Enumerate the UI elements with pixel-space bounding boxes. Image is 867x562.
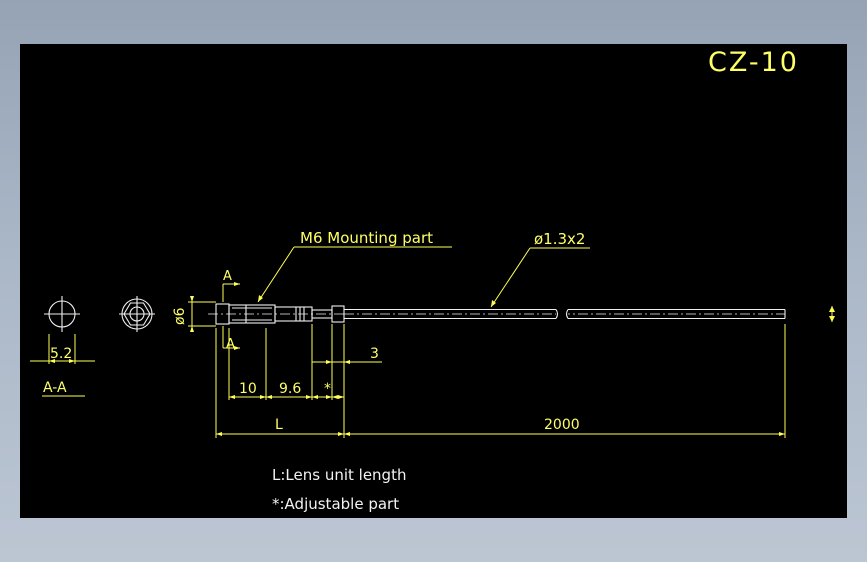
- section-view: 5.2 A-A: [30, 296, 95, 397]
- fiber-callout-label: ø1.3x2: [534, 230, 585, 248]
- fiber-callout: ø1.3x2: [490, 230, 590, 308]
- cut-marker-bottom: A: [226, 337, 235, 352]
- section-label: A-A: [43, 380, 67, 396]
- lens-length-label: L: [275, 417, 283, 433]
- fiber-length-label: 2000: [544, 417, 580, 433]
- section-width-label: 5.2: [50, 346, 72, 362]
- note-adjustable-part: *:Adjustable part: [272, 495, 399, 513]
- mounting-callout-label: M6 Mounting part: [300, 229, 433, 247]
- lens-unit-body: [208, 303, 835, 325]
- cad-drawing: CZ-10 5.2 A-A: [30, 47, 835, 513]
- fiber-break: [556, 307, 568, 321]
- dimension-10-label: 10: [239, 381, 257, 397]
- mounting-callout: M6 Mounting part: [257, 229, 452, 303]
- note-lens-length: L:Lens unit length: [272, 466, 406, 484]
- dimension-3: 3: [312, 346, 382, 364]
- drawing-canvas: CZ-10 5.2 A-A: [20, 44, 847, 518]
- cut-marker-top: A: [223, 269, 232, 284]
- overall-dimensions: L 2000: [216, 417, 785, 436]
- dimension-adjustable-label: *: [324, 381, 331, 397]
- diameter-label: ø6: [172, 307, 188, 325]
- dimension-3-label: 3: [370, 346, 379, 362]
- extension-lines: [215, 324, 786, 438]
- dimension-9-6-label: 9.6: [279, 381, 301, 397]
- end-view: [119, 296, 155, 332]
- chain-dimensions: 10 9.6 *: [229, 381, 344, 399]
- diameter-dimension: ø6: [172, 296, 216, 332]
- section-cut-markers: A A: [222, 269, 240, 352]
- drawing-title: CZ-10: [708, 47, 799, 78]
